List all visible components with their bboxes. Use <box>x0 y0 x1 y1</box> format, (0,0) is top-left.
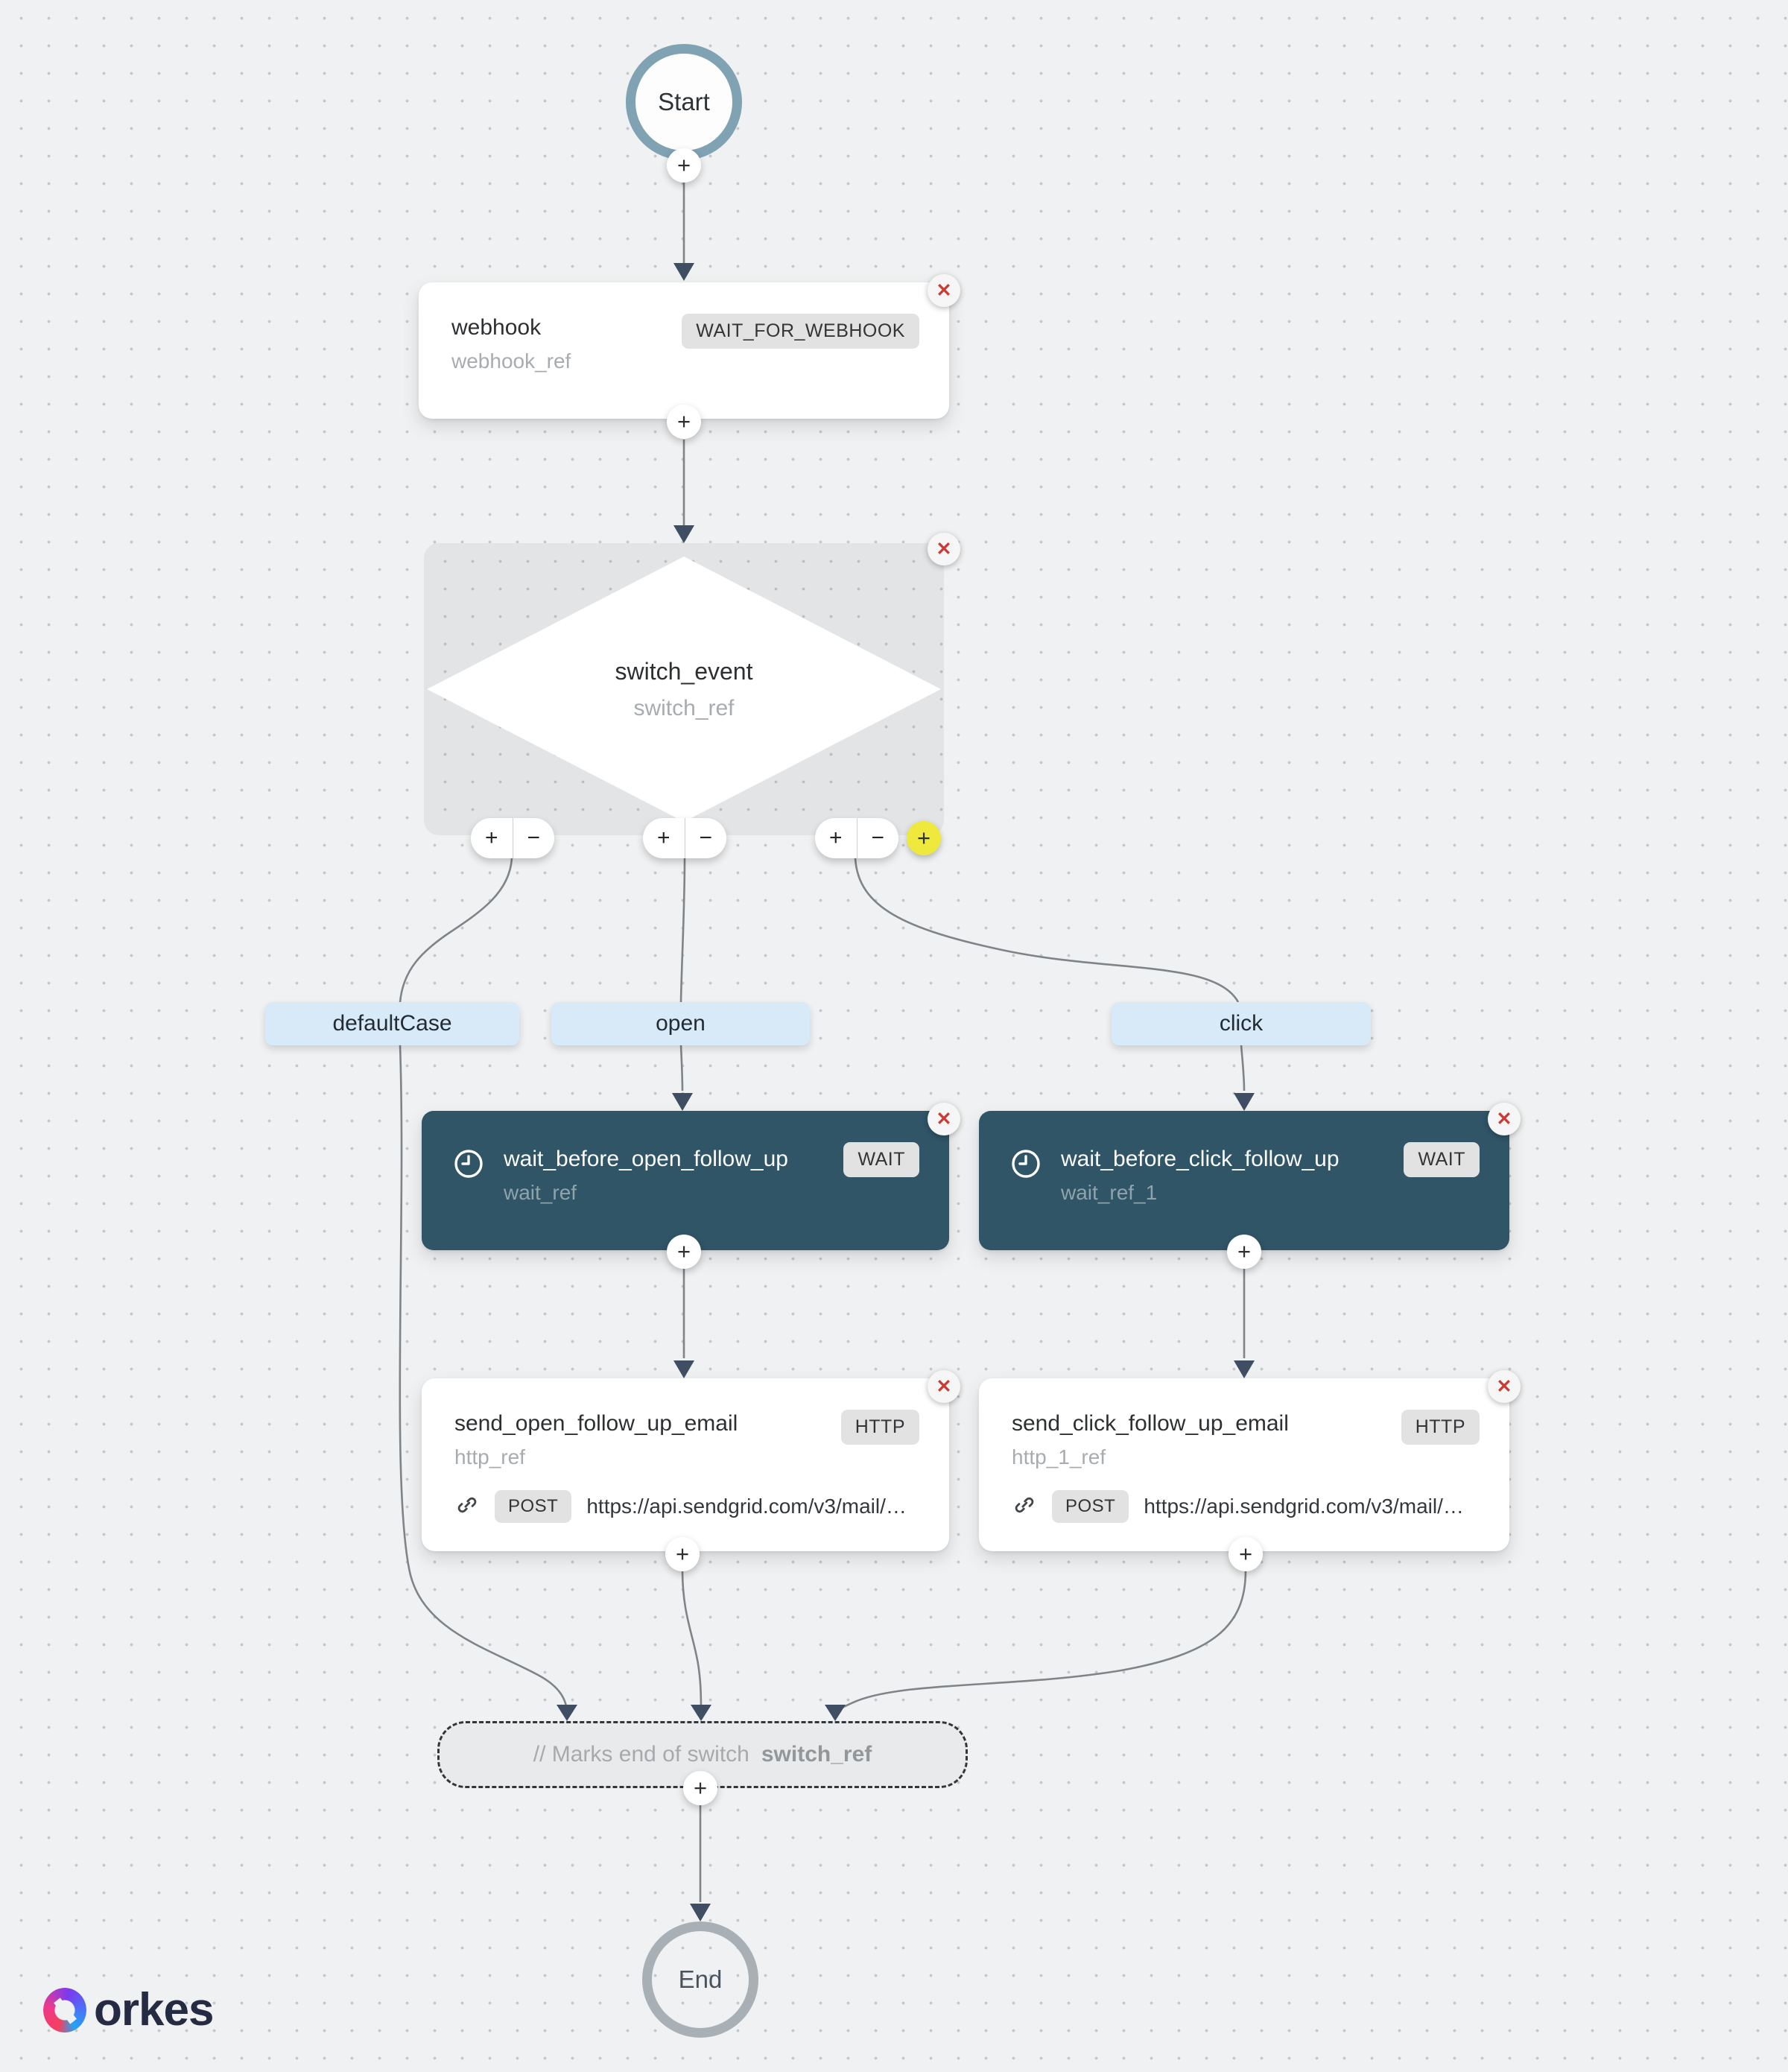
remove-webhook-button[interactable]: ✕ <box>928 274 960 307</box>
close-icon: ✕ <box>936 1376 952 1397</box>
task-ref: switch_ref <box>633 695 735 720</box>
orkes-logo: orkes <box>43 1983 214 2036</box>
task-name: send_click_follow_up_email <box>1012 1411 1289 1436</box>
orkes-wordmark: orkes <box>94 1984 214 2035</box>
http-method-badge: POST <box>495 1490 572 1523</box>
task-ref: wait_ref <box>504 1181 577 1204</box>
close-icon: ✕ <box>936 1109 952 1130</box>
edge-switch-click <box>854 858 1240 1003</box>
http-url: https://api.sendgrid.com/v3/mail/… <box>1144 1495 1464 1518</box>
add-task-after-start-button[interactable]: + <box>667 148 701 183</box>
arrowhead-wait-click <box>1234 1093 1255 1111</box>
add-task-after-wait-click-button[interactable]: + <box>1227 1235 1261 1269</box>
add-task-after-webhook-button[interactable]: + <box>667 405 701 439</box>
http-method-badge: POST <box>1052 1490 1129 1523</box>
branch-remove-button[interactable]: − <box>512 818 555 858</box>
arrowhead-switchend-right <box>825 1705 846 1721</box>
branch-remove-button[interactable]: − <box>856 818 899 858</box>
task-type-badge: WAIT <box>843 1142 919 1177</box>
task-type-badge: WAIT_FOR_WEBHOOK <box>682 314 919 349</box>
switch-task-node[interactable]: switch_event switch_ref <box>427 557 941 822</box>
case-label-text: open <box>656 1011 706 1036</box>
start-label: Start <box>658 88 710 115</box>
http-click-task-node[interactable]: send_click_follow_up_email http_1_ref HT… <box>979 1370 1521 1551</box>
task-ref: wait_ref_1 <box>1061 1181 1158 1204</box>
task-name: wait_before_click_follow_up <box>1061 1147 1340 1171</box>
end-node[interactable]: End <box>642 1921 758 2038</box>
arrowhead-switch <box>673 525 694 543</box>
arrowhead-switchend-mid <box>691 1705 711 1721</box>
add-task-after-http-open-button[interactable]: + <box>665 1537 700 1571</box>
add-task-after-http-click-button[interactable]: + <box>1229 1537 1263 1571</box>
close-icon: ✕ <box>1496 1376 1512 1397</box>
link-icon <box>454 1492 480 1521</box>
case-label-open[interactable]: open <box>551 1002 810 1045</box>
edge-switch-defaultcase <box>399 858 513 1003</box>
http-url: https://api.sendgrid.com/v3/mail/… <box>586 1495 907 1518</box>
branch-add-button[interactable]: + <box>484 826 498 850</box>
task-name: webhook <box>451 315 542 340</box>
remove-switch-button[interactable]: ✕ <box>928 533 960 565</box>
edge-click-wait <box>1240 1045 1246 1092</box>
edge-switch-open <box>679 858 686 1003</box>
task-name: wait_before_open_follow_up <box>504 1147 788 1171</box>
close-icon: ✕ <box>1496 1109 1512 1130</box>
switch-end-text: // Marks end of switch <box>533 1742 749 1767</box>
start-node[interactable]: Start <box>626 44 742 160</box>
arrowhead-switchend-left <box>557 1705 577 1721</box>
case-label-defaultcase[interactable]: defaultCase <box>265 1002 519 1045</box>
remove-wait-open-button[interactable]: ✕ <box>928 1103 960 1135</box>
edge-httpopen-switchend <box>681 1570 703 1714</box>
task-ref: http_ref <box>454 1445 525 1469</box>
task-type-badge: HTTP <box>1401 1410 1480 1445</box>
arrowhead-wait-open <box>672 1093 693 1111</box>
task-type-badge: WAIT <box>1404 1142 1480 1177</box>
remove-wait-click-button[interactable]: ✕ <box>1488 1103 1521 1135</box>
edge-open-wait <box>679 1045 684 1092</box>
branch-controls-defaultcase: + − <box>471 818 554 858</box>
http-open-task-node[interactable]: send_open_follow_up_email http_ref HTTP … <box>422 1370 960 1551</box>
link-icon <box>1012 1492 1037 1521</box>
wait-open-task-node[interactable]: wait_before_open_follow_up wait_ref WAIT… <box>422 1103 960 1250</box>
task-name: send_open_follow_up_email <box>454 1411 738 1436</box>
clock-icon <box>453 1148 484 1183</box>
close-icon: ✕ <box>936 539 952 560</box>
case-label-text: click <box>1219 1011 1264 1036</box>
task-type-badge: HTTP <box>840 1410 919 1445</box>
end-label: End <box>678 1965 723 1993</box>
wait-click-task-node[interactable]: wait_before_click_follow_up wait_ref_1 W… <box>979 1103 1521 1250</box>
arrowhead-webhook <box>673 263 694 281</box>
add-task-after-switch-button[interactable]: + <box>683 1771 717 1805</box>
task-ref: http_1_ref <box>1012 1445 1106 1469</box>
branch-add-button[interactable]: + <box>828 826 843 850</box>
arrowhead-http-open <box>673 1360 694 1378</box>
branch-add-button[interactable]: + <box>656 826 670 850</box>
task-ref: webhook_ref <box>451 349 571 373</box>
add-task-after-wait-open-button[interactable]: + <box>667 1235 701 1269</box>
add-case-button[interactable]: + <box>907 821 941 855</box>
webhook-task-node[interactable]: webhook webhook_ref WAIT_FOR_WEBHOOK ✕ <box>419 274 960 419</box>
arrowhead-end <box>690 1904 711 1921</box>
switch-end-ref: switch_ref <box>761 1742 872 1767</box>
task-name: switch_event <box>615 657 753 685</box>
case-label-click[interactable]: click <box>1112 1002 1371 1045</box>
branch-remove-button[interactable]: − <box>684 818 727 858</box>
branch-controls-click: + − <box>815 818 898 858</box>
edge-httpclick-switchend <box>834 1570 1247 1714</box>
branch-controls-open: + − <box>643 818 726 858</box>
remove-http-open-button[interactable]: ✕ <box>928 1370 960 1403</box>
clock-icon <box>1010 1148 1042 1183</box>
case-label-text: defaultCase <box>332 1011 452 1036</box>
remove-http-click-button[interactable]: ✕ <box>1488 1370 1521 1403</box>
orkes-logo-icon <box>43 1988 86 2033</box>
arrowhead-http-click <box>1234 1360 1255 1378</box>
close-icon: ✕ <box>936 280 952 301</box>
switch-task-group: switch_event switch_ref ✕ <box>424 533 960 835</box>
